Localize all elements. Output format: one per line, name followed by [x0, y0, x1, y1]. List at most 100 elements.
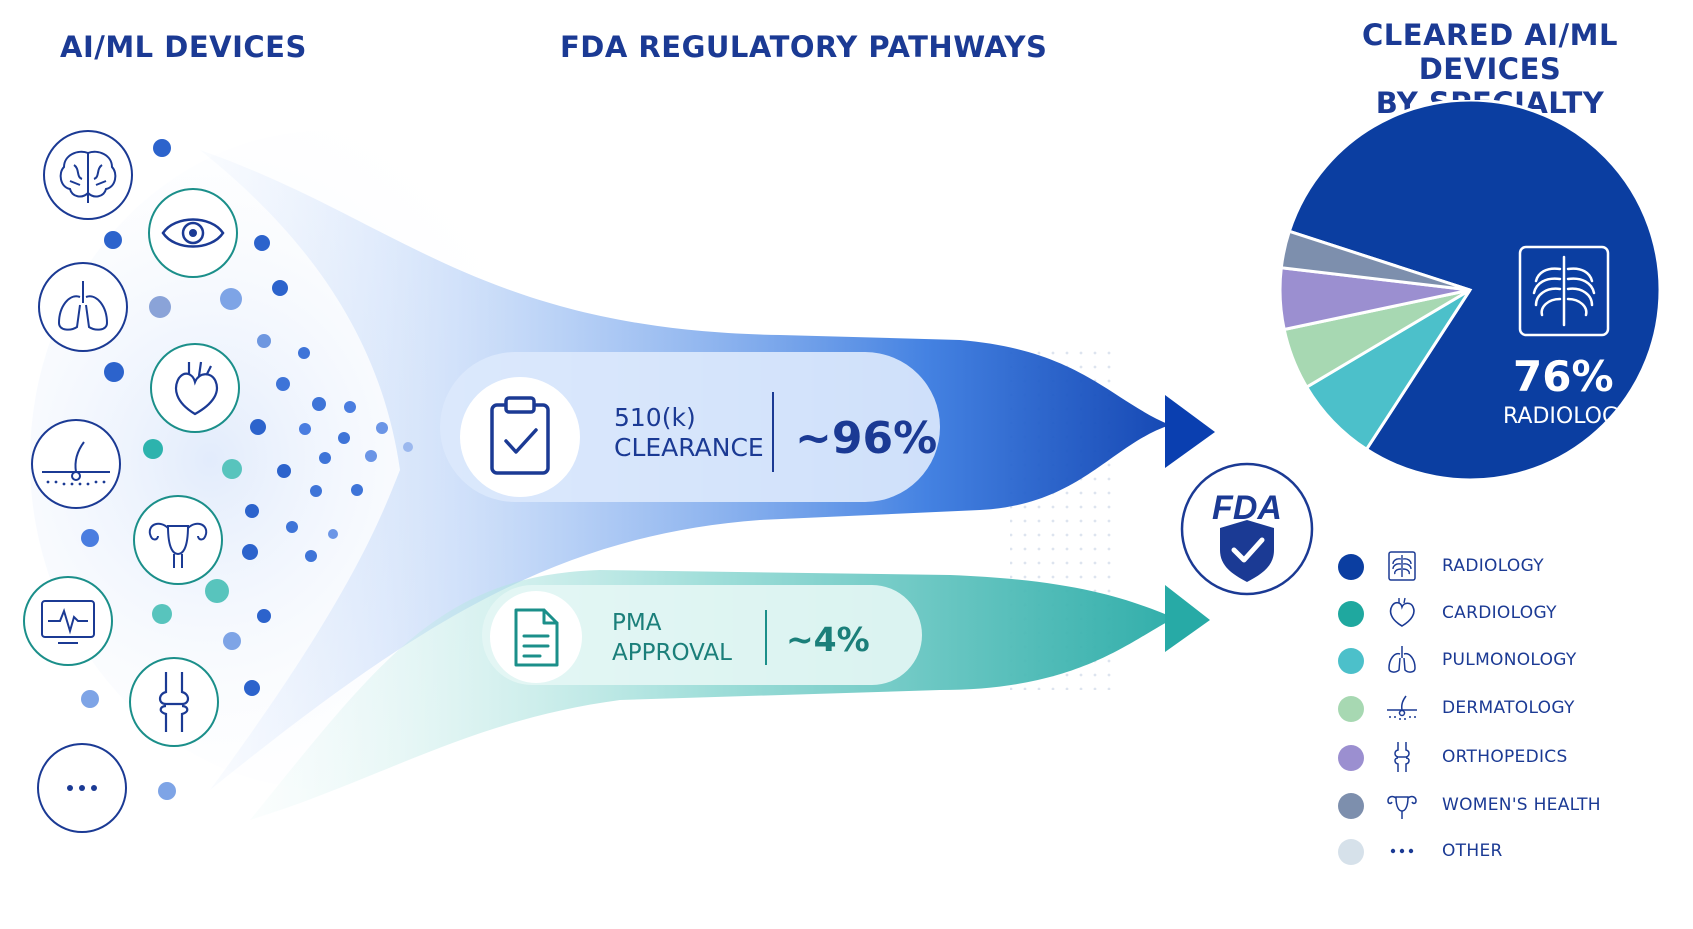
particle-dot — [299, 423, 311, 435]
pathway-510k-label: 510(k) CLEARANCE — [614, 403, 764, 463]
particle-dot — [310, 485, 322, 497]
particle-dot — [257, 334, 271, 348]
particle-dot — [276, 377, 290, 391]
particle-dot — [143, 439, 163, 459]
ribcage-icon — [1388, 551, 1416, 581]
legend-label: ORTHOPEDICS — [1442, 747, 1568, 767]
uterus-icon — [148, 522, 208, 568]
legend-label: PULMONOLOGY — [1442, 650, 1577, 670]
more-icon — [1390, 848, 1414, 854]
device-eye-icon — [148, 188, 238, 278]
legend-label: OTHER — [1442, 841, 1503, 861]
particle-dot — [158, 782, 176, 800]
particle-dot — [81, 690, 99, 708]
legend-item-radiology: RADIOLOGY — [1338, 548, 1658, 584]
pathway-pma-value: ~4% — [786, 620, 870, 659]
pathway-pma-line1: PMA — [612, 610, 662, 636]
pathway-510k-line1: 510(k) — [614, 403, 696, 432]
device-uterus-icon — [133, 495, 223, 585]
legend-item-cardiology: CARDIOLOGY — [1338, 595, 1658, 631]
device-more-icon — [37, 743, 127, 833]
particle-dot — [319, 452, 331, 464]
knee-joint-icon — [158, 672, 190, 732]
heart-icon — [175, 361, 219, 416]
legend-swatch — [1338, 648, 1364, 674]
pathways-heading: FDA REGULATORY PATHWAYS — [560, 30, 1048, 64]
particle-dot — [242, 544, 258, 560]
legend-label: CARDIOLOGY — [1442, 603, 1557, 623]
legend-label: DERMATOLOGY — [1442, 698, 1575, 718]
ecg-monitor-icon — [41, 600, 95, 644]
particle-dot — [257, 609, 271, 623]
particle-dot — [205, 579, 229, 603]
particle-dot — [403, 442, 413, 452]
particle-dot — [104, 231, 122, 249]
particle-dot — [222, 459, 242, 479]
data-particles — [81, 139, 413, 800]
lungs-icon — [57, 281, 109, 331]
fda-badge: FDA — [1180, 462, 1314, 596]
legend-swatch — [1338, 839, 1364, 865]
device-heart-icon — [150, 343, 240, 433]
legend-swatch — [1338, 745, 1364, 771]
pill-pma — [482, 585, 922, 685]
shield-check-icon — [1220, 520, 1274, 582]
particle-dot — [81, 529, 99, 547]
pathway-510k-line2: CLEARANCE — [614, 433, 764, 462]
particle-dot — [254, 235, 270, 251]
particle-dot — [298, 347, 310, 359]
more-icon — [67, 785, 97, 791]
legend-label: RADIOLOGY — [1442, 556, 1544, 576]
pie-center-label: RADIOLOGY — [1503, 404, 1632, 429]
particle-dot — [245, 504, 259, 518]
particle-dot — [286, 521, 298, 533]
legend-label: WOMEN'S HEALTH — [1442, 795, 1601, 815]
lungs-icon — [1388, 646, 1416, 673]
particle-dot — [351, 484, 363, 496]
particle-dot — [328, 529, 338, 539]
particle-dot — [244, 680, 260, 696]
particle-dot — [149, 296, 171, 318]
particle-dot — [277, 464, 291, 478]
skin-icon — [42, 441, 110, 486]
legend-item-other: OTHER — [1338, 833, 1658, 869]
skin-icon — [1387, 695, 1417, 720]
brain-icon — [59, 150, 117, 203]
device-brain-icon — [43, 130, 133, 220]
particle-dot — [223, 632, 241, 650]
device-lungs-icon — [38, 262, 128, 352]
particle-dot — [152, 604, 172, 624]
pathway-pma-label: PMA APPROVAL — [612, 608, 732, 668]
particle-dot — [376, 422, 388, 434]
particle-dot — [272, 280, 288, 296]
particle-dot — [305, 550, 317, 562]
legend-item-orthopedics: ORTHOPEDICS — [1338, 739, 1658, 775]
eye-icon — [161, 218, 225, 248]
legend-swatch — [1338, 696, 1364, 722]
particle-dot — [338, 432, 350, 444]
legend-item-pulmonology: PULMONOLOGY — [1338, 642, 1658, 678]
pathway-510k-value: ~96% — [795, 413, 938, 464]
pie-title-line1: CLEARED AI/ML DEVICES — [1362, 18, 1618, 86]
specialty-pie-chart — [1278, 100, 1662, 482]
uterus-icon — [1387, 795, 1417, 819]
arrow-510k — [1165, 395, 1215, 468]
document-icon — [514, 608, 559, 667]
legend-swatch — [1338, 601, 1364, 627]
particle-dot — [344, 401, 356, 413]
particle-dot — [312, 397, 326, 411]
clipboard-check-icon — [490, 396, 550, 475]
device-skin-icon — [31, 419, 121, 509]
particle-dot — [250, 419, 266, 435]
legend-swatch — [1338, 554, 1364, 580]
heart-icon — [1389, 597, 1415, 627]
pathway-pma-line2: APPROVAL — [612, 640, 732, 666]
arrow-pma — [1165, 585, 1210, 652]
pie-center-value: 76% — [1513, 352, 1614, 401]
particle-dot — [153, 139, 171, 157]
pie-slice-women-s-health — [1279, 229, 1471, 292]
legend-item-dermatology: DERMATOLOGY — [1338, 690, 1658, 726]
particle-dot — [220, 288, 242, 310]
ribcage-icon — [1518, 245, 1610, 337]
